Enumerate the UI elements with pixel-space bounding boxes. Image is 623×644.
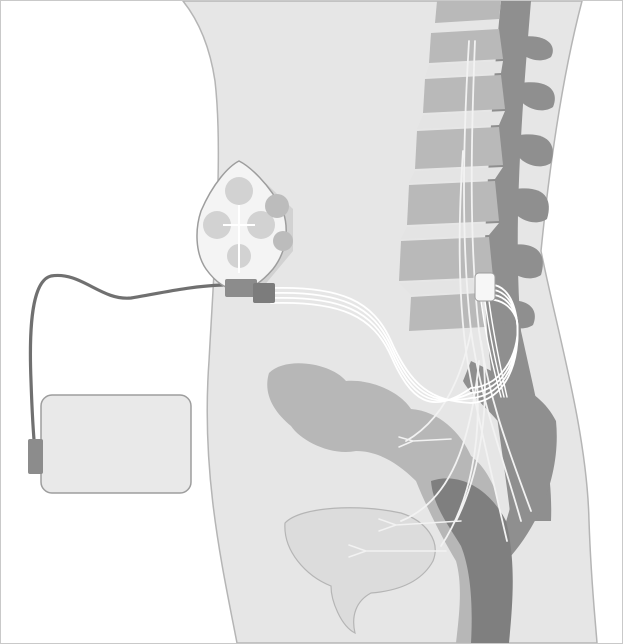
pad-contact-back xyxy=(273,231,293,251)
pad-contact-back xyxy=(265,194,289,218)
vertebra xyxy=(429,29,503,63)
vertebra xyxy=(407,181,499,225)
vertebra xyxy=(409,293,485,331)
device-connector xyxy=(28,439,43,474)
device-body[interactable] xyxy=(41,395,191,493)
vertebra xyxy=(423,75,505,113)
pad-connector-cap xyxy=(253,283,275,303)
pad-contact xyxy=(225,177,253,205)
vertebra xyxy=(415,127,503,169)
pad-connector xyxy=(225,279,257,297)
external-programmer-icon[interactable] xyxy=(28,395,191,493)
sacral-lead-icon xyxy=(475,273,495,301)
